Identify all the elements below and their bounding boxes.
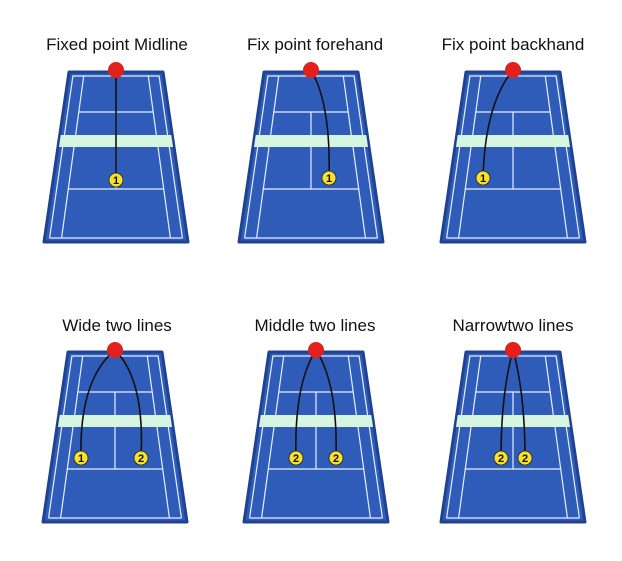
sideline	[445, 355, 471, 519]
sideline	[347, 355, 372, 519]
sideline	[353, 75, 379, 239]
sideline	[158, 75, 184, 239]
panel-title: Narrowtwo lines	[452, 316, 574, 335]
sideline	[248, 355, 274, 519]
trajectory-line	[315, 349, 337, 459]
sideline	[260, 355, 285, 519]
sideline	[544, 75, 569, 239]
target-label: 2	[498, 453, 504, 465]
target-label: 1	[326, 173, 332, 185]
court-svg: 1	[42, 62, 190, 244]
trajectory-line	[512, 349, 526, 459]
sideline	[342, 75, 367, 239]
sideline	[47, 355, 73, 519]
trajectory-line	[500, 349, 514, 459]
sideline	[243, 75, 269, 239]
sideline	[255, 75, 280, 239]
net-band	[258, 415, 374, 427]
sideline	[555, 355, 581, 519]
target-ball	[328, 450, 344, 466]
sideline	[59, 355, 84, 519]
target-ball	[133, 450, 149, 466]
target-ball	[493, 450, 509, 466]
target-label: 2	[333, 453, 339, 465]
target-label: 2	[138, 453, 144, 465]
sideline	[358, 355, 384, 519]
target-ball	[321, 170, 337, 186]
sideline	[457, 355, 482, 519]
origin-ball	[308, 342, 324, 358]
trajectory-line	[114, 349, 143, 459]
target-ball	[108, 172, 124, 188]
origin-ball	[108, 62, 124, 78]
court: 1	[439, 62, 589, 246]
net-band	[455, 415, 571, 427]
sideline	[445, 75, 471, 239]
net-band	[253, 135, 369, 147]
trajectory-line	[482, 69, 514, 179]
sideline	[146, 355, 171, 519]
sideline	[544, 355, 569, 519]
target-label: 1	[78, 453, 84, 465]
panel-title: Fix point backhand	[441, 35, 585, 54]
origin-ball	[505, 342, 521, 358]
target-label: 2	[293, 453, 299, 465]
panel-title: Fix point forehand	[246, 35, 384, 54]
court-svg: 1	[439, 62, 587, 244]
origin-ball	[303, 62, 319, 78]
target-ball	[517, 450, 533, 466]
net-band	[455, 135, 571, 147]
panel-title: Middle two lines	[254, 316, 376, 335]
panel-title: Wide two lines	[62, 316, 172, 335]
origin-ball	[505, 62, 521, 78]
sideline	[157, 355, 183, 519]
sideline	[555, 75, 581, 239]
court: 1	[237, 62, 387, 246]
sideline	[147, 75, 172, 239]
target-label: 2	[522, 453, 528, 465]
net-band	[57, 415, 173, 427]
sideline	[60, 75, 85, 239]
panel-title: Fixed point Midline	[46, 35, 188, 54]
origin-ball	[107, 342, 123, 358]
target-ball	[475, 170, 491, 186]
sideline	[48, 75, 74, 239]
trajectory-line	[80, 349, 116, 459]
court: 1	[42, 62, 192, 246]
target-label: 1	[480, 173, 486, 185]
target-ball	[288, 450, 304, 466]
trajectory-line	[295, 349, 317, 459]
sideline	[457, 75, 482, 239]
target-label: 1	[113, 175, 119, 187]
target-ball	[73, 450, 89, 466]
court-svg: 1	[237, 62, 385, 244]
trajectory-line	[310, 69, 330, 179]
